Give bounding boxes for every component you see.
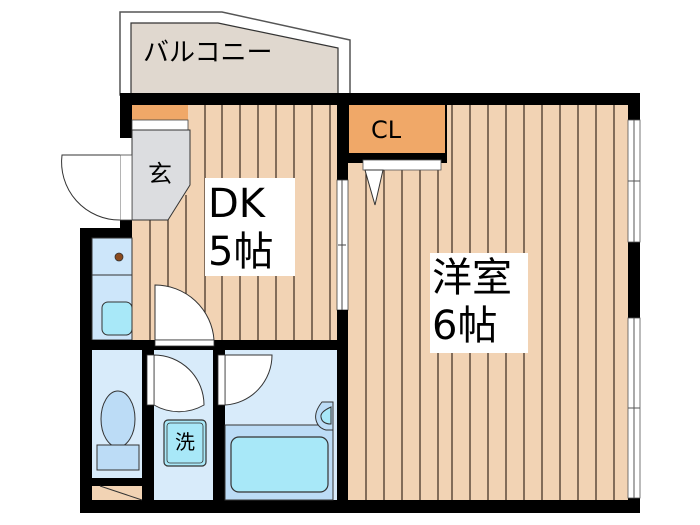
balcony-label: バルコニー <box>143 38 273 68</box>
washer-label: 洗 <box>175 430 195 454</box>
closet-label: CL <box>371 116 402 144</box>
windows <box>627 119 641 499</box>
partition-wall <box>336 105 349 500</box>
doors <box>146 284 273 413</box>
western-room-label-line2: 6帖 <box>432 303 498 349</box>
dk-label-line1: DK <box>208 181 266 227</box>
balcony <box>119 11 351 96</box>
dk-label-line2: 5帖 <box>208 229 274 275</box>
dk-label-bg <box>205 178 295 276</box>
western-room-label-line1: 洋室 <box>432 255 512 301</box>
toilet <box>92 350 143 501</box>
kitchen-counter <box>91 237 133 341</box>
closet <box>337 93 447 206</box>
entrance-label: 玄 <box>148 160 172 188</box>
entrance <box>61 105 191 221</box>
western-room-label-bg <box>430 253 528 353</box>
